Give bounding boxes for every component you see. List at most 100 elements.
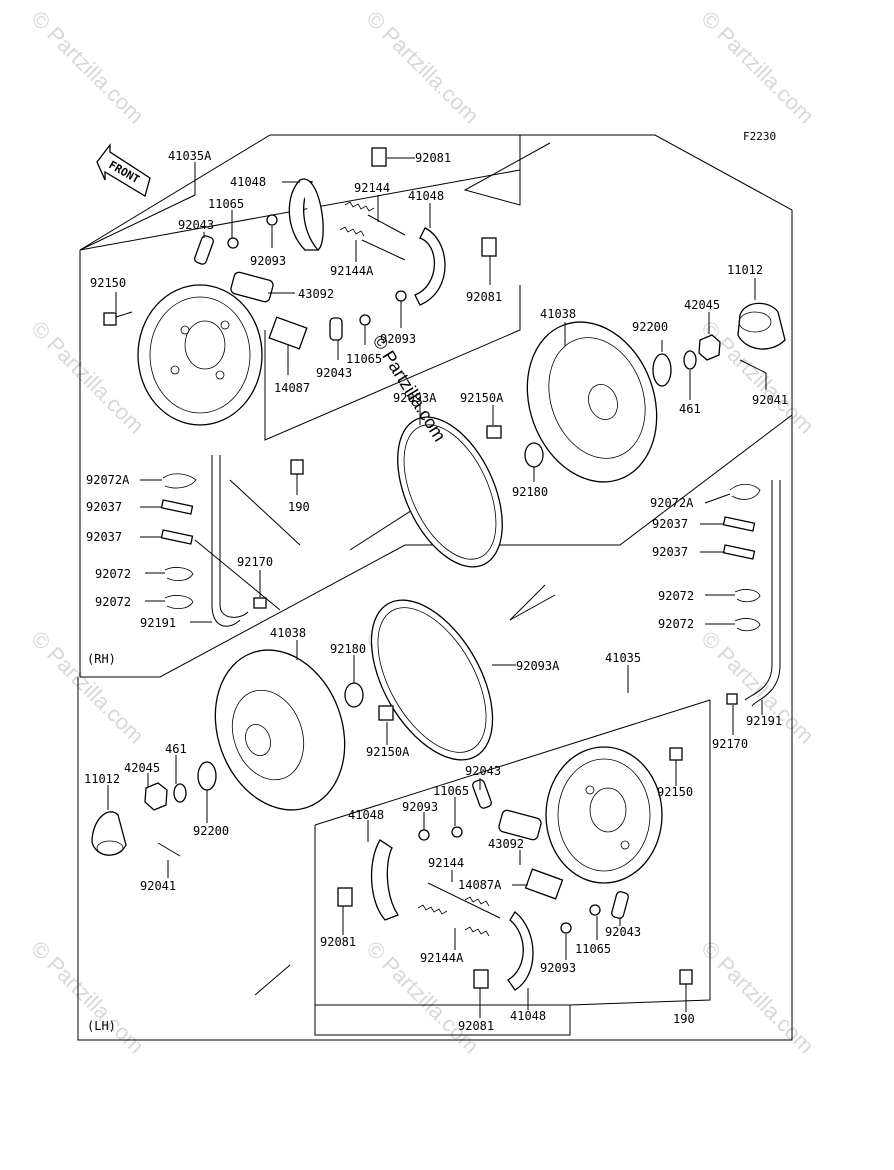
pin-92043-lh-b	[611, 891, 629, 919]
watermark: © Partzilla.com	[26, 626, 149, 749]
label-41038: 41038	[270, 626, 306, 640]
label-92037: 92037	[86, 530, 122, 544]
label-92144: 92144	[428, 856, 464, 870]
bolt-92150A-lh	[378, 705, 394, 721]
label-92150A: 92150A	[366, 745, 410, 759]
bolt-92150-rh	[103, 312, 117, 326]
clamp-92170-lh	[726, 693, 738, 705]
label-92041: 92041	[140, 879, 176, 893]
nut-42045-rh	[698, 334, 721, 361]
brake-shoe-lh-2	[507, 911, 534, 991]
label-43092: 43092	[488, 837, 524, 851]
clip-92081-rh-2	[481, 237, 497, 257]
label-41048: 41048	[348, 808, 384, 822]
pin-92043-rh-b	[329, 317, 343, 341]
label-92150: 92150	[90, 276, 126, 290]
label-41035A: 41035A	[168, 149, 212, 163]
washer-92093-rh	[266, 214, 278, 226]
seal-ring-92093A-lh	[370, 599, 494, 761]
label-92093A: 92093A	[516, 659, 560, 673]
spring-92144A-lh	[464, 926, 490, 937]
watermark: © Partzilla.com	[26, 316, 149, 439]
brake-shoe-lh-1	[370, 839, 399, 921]
cotter-pin-92041-lh	[157, 842, 181, 857]
washer-11065-rh	[227, 237, 239, 249]
label-92081: 92081	[415, 151, 451, 165]
cotter-pin-92041-rh	[739, 359, 767, 374]
label-92144: 92144	[354, 181, 390, 195]
wheel-cylinder-rh	[230, 271, 274, 303]
label-92170: 92170	[237, 555, 273, 569]
label-92170: 92170	[712, 737, 748, 751]
label-42045: 42045	[124, 761, 160, 775]
label-92081: 92081	[320, 935, 356, 949]
label-92150A: 92150A	[460, 391, 504, 405]
clip-92081-lh-2	[473, 969, 489, 989]
clamp-92072-rh-2	[164, 595, 194, 610]
clamp-92072-rh-1	[164, 567, 194, 582]
washer-11065-lh	[451, 826, 463, 838]
figure-code: F2230	[743, 130, 776, 143]
clip-92081-rh-1	[371, 147, 387, 167]
label-11012: 11012	[727, 263, 763, 277]
bolt-190-lh	[679, 969, 693, 985]
spring-92144A-rh	[339, 226, 365, 237]
watermark: © Partzilla.com	[361, 6, 484, 129]
hose-92191-rh	[211, 455, 241, 627]
washer-92093-lh	[418, 829, 430, 841]
pin-92043-rh	[194, 235, 214, 265]
label-92200: 92200	[193, 824, 229, 838]
label-92072A: 92072A	[86, 473, 130, 487]
label-11065: 11065	[208, 197, 244, 211]
label-190: 190	[673, 1012, 695, 1026]
clamp-92072-lh-1	[734, 589, 761, 603]
brake-drum-lh	[214, 649, 346, 811]
label-92093: 92093	[380, 332, 416, 346]
oring-92180-lh	[344, 682, 364, 708]
adjuster-14087A-lh	[524, 868, 564, 900]
label-92093: 92093	[540, 961, 576, 975]
bolt-92150A-rh	[486, 425, 502, 439]
label-14087: 14087	[274, 381, 310, 395]
clamp-92072A-lh	[729, 483, 761, 500]
label-92081: 92081	[466, 290, 502, 304]
label-11065: 11065	[346, 352, 382, 366]
label-92072: 92072	[95, 567, 131, 581]
label-41048: 41048	[230, 175, 266, 189]
label-92144A: 92144A	[420, 951, 464, 965]
adjuster-14087-rh	[268, 316, 308, 350]
label-92037: 92037	[86, 500, 122, 514]
clamp-92072A-rh	[162, 473, 197, 489]
label-43092: 43092	[298, 287, 334, 301]
label-92043: 92043	[316, 366, 352, 380]
wheel-cylinder-lh	[498, 809, 542, 841]
label-92072: 92072	[95, 595, 131, 609]
label-461: 461	[679, 402, 701, 416]
label-92093: 92093	[250, 254, 286, 268]
label-92043: 92043	[605, 925, 641, 939]
nut-42045-lh	[144, 782, 168, 811]
front-arrow: FRONT	[96, 143, 151, 197]
label-92081: 92081	[458, 1019, 494, 1033]
label-92043: 92043	[465, 764, 501, 778]
hub-cap-11012-rh	[737, 302, 786, 350]
label-11012: 11012	[84, 772, 120, 786]
band-92037-lh-2	[722, 544, 756, 560]
label-92191: 92191	[140, 616, 176, 630]
part-labels: 41035A 92081 41048 92144 11065 41048 920…	[84, 149, 788, 1033]
label-92093: 92093	[402, 800, 438, 814]
backing-plate-rh	[137, 284, 263, 426]
label-92144A: 92144A	[330, 264, 374, 278]
leader-lines	[107, 157, 767, 1018]
label-41038: 41038	[540, 307, 576, 321]
label-92072: 92072	[658, 589, 694, 603]
label-92200: 92200	[632, 320, 668, 334]
bolt-92150-lh	[669, 747, 683, 761]
lh-assembly	[91, 599, 693, 991]
label-41035: 41035	[605, 651, 641, 665]
spring-92144-rh	[344, 201, 375, 212]
label-41048: 41048	[408, 189, 444, 203]
rh-label: (RH)	[87, 652, 116, 666]
label-92191: 92191	[746, 714, 782, 728]
